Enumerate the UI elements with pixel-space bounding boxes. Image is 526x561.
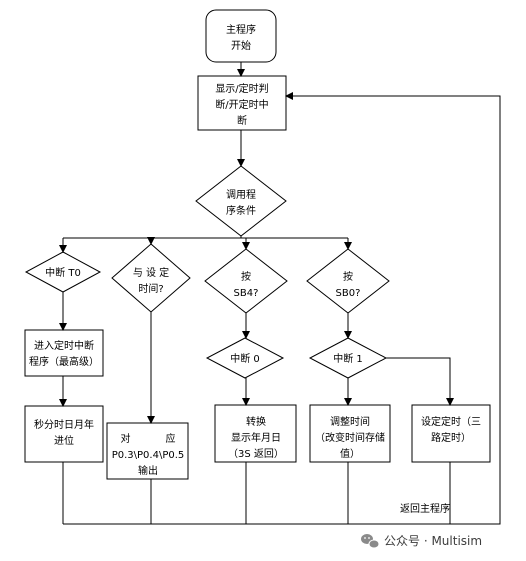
- call-condition-label: 调用程序条件: [226, 189, 256, 217]
- set-alarm-label-line: 路定时）: [431, 431, 471, 444]
- decision-sb4-label-line: SB4?: [234, 288, 259, 299]
- start-label-line: 主程序: [226, 23, 256, 36]
- return-loop: [63, 92, 501, 525]
- time-carry-label: 秒分时日月年进位: [34, 418, 94, 447]
- adjust-time-label-line: 值）: [340, 447, 360, 460]
- interrupt-program-label: 进入定时中断程序（最高级）: [29, 339, 99, 368]
- time-carry-box: [24, 405, 104, 463]
- start-terminal: [205, 9, 277, 63]
- display-judge-box: [197, 75, 287, 131]
- watermark: 公众号 · Multisim: [361, 534, 482, 549]
- output-label: 对 应 P0.3\P0.4\P0.5 输出: [112, 432, 185, 477]
- return-main-label: 返回主程序: [400, 502, 450, 515]
- decision-set-time-label-line: 与 设 定: [133, 266, 169, 279]
- decision-interrupt0-diamond: [205, 337, 285, 379]
- decision-t0-label-line: 中断 T0: [45, 266, 81, 279]
- decision-interrupt0-label-line: 中断 0: [230, 352, 260, 365]
- display-date-box: [214, 404, 297, 463]
- decision-interrupt1-label-line: 中断 1: [333, 352, 363, 365]
- display-date-label-line: 显示年月日: [231, 431, 281, 444]
- display-judge-label-line: 显示/定时判: [215, 82, 268, 95]
- output-label-line: P0.3\P0.4\P0.5: [112, 450, 185, 461]
- decision-sb4-label: 按 SB4?: [234, 270, 259, 299]
- decision-interrupt0-label: 中断 0: [230, 352, 260, 365]
- decision-t0-label: 中断 T0: [45, 266, 81, 279]
- display-date-label-line: （3S 返回）: [228, 448, 284, 460]
- set-alarm-label-line: 设定定时（三: [421, 415, 481, 428]
- start-label-line: 开始: [231, 39, 251, 52]
- interrupt-program-label-line: 进入定时中断: [34, 339, 94, 352]
- call-condition-label-line: 序条件: [226, 204, 256, 217]
- time-carry-label-line: 秒分时日月年: [34, 418, 94, 431]
- interrupt-program-box: [24, 329, 104, 377]
- output-label-line: 输出: [138, 464, 158, 477]
- set-alarm-box: [411, 404, 491, 463]
- decision-set-time-label-line: 时间?: [138, 282, 163, 295]
- wechat-icon: [361, 534, 380, 549]
- decision-sb4-label-line: 按: [241, 270, 251, 283]
- start-label: 主程序开始: [226, 23, 256, 52]
- display-date-label: 转换显示年月日 （3S 返回）: [228, 415, 284, 460]
- adjust-time-label-line: 调整时间: [330, 415, 370, 428]
- call-condition-diamond: [195, 165, 287, 237]
- display-judge-label: 显示/定时判断/开定时中断: [215, 82, 268, 127]
- adjust-time-label-line: （改变时间存储: [315, 431, 385, 444]
- interrupt-program-label-line: 程序（最高级）: [29, 355, 99, 368]
- output-box: [106, 422, 189, 480]
- decision-set-time-label: 与 设 定时间?: [133, 266, 169, 295]
- display-date-label-line: 转换: [246, 415, 266, 428]
- call-condition-label-line: 调用程: [226, 189, 256, 201]
- display-judge-label-line: 断: [237, 114, 247, 127]
- decision-sb0-label-line: SB0?: [336, 288, 361, 299]
- display-judge-label-line: 断/开定时中: [215, 98, 268, 111]
- decision-sb0-label-line: 按: [343, 270, 353, 283]
- set-alarm-label: 设定定时（三路定时）: [421, 415, 481, 444]
- output-label-line: 对 应: [121, 432, 176, 445]
- time-carry-label-line: 进位: [54, 434, 74, 447]
- adjust-time-box: [309, 404, 391, 463]
- adjust-time-label: 调整时间 （改变时间存储值）: [315, 415, 385, 460]
- decision-sb0-label: 按 SB0?: [336, 270, 361, 299]
- watermark-text: 公众号 · Multisim: [384, 534, 482, 548]
- decision-interrupt1-label: 中断 1: [333, 352, 363, 365]
- arrow-int1-to-alarm: [386, 357, 454, 406]
